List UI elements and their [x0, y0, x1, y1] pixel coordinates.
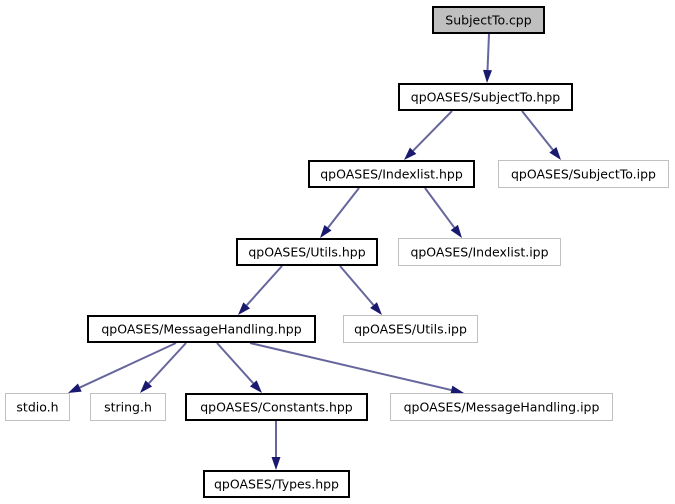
graph-node-stdio-h[interactable]: stdio.h — [5, 393, 70, 421]
edge-line — [148, 342, 187, 385]
edge-line — [412, 110, 453, 152]
node-box[interactable] — [398, 83, 573, 111]
graph-node-subjectto-cpp[interactable]: SubjectTo.cpp — [432, 6, 545, 34]
dependency-edge — [483, 33, 493, 83]
edge-line — [245, 265, 283, 306]
edge-arrowhead — [320, 224, 332, 238]
edge-arrowhead — [68, 383, 82, 393]
edge-arrowhead — [549, 147, 561, 160]
graph-node-indexlist-hpp[interactable]: qpOASES/Indexlist.hpp — [308, 160, 475, 188]
dependency-edge — [68, 342, 177, 393]
node-layer: SubjectTo.cpp qpOASES/SubjectTo.hpp qpOASE… — [5, 6, 669, 498]
edge-arrowhead — [450, 385, 464, 395]
edge-line — [424, 187, 456, 229]
edge-arrowhead — [483, 69, 493, 83]
node-box[interactable] — [236, 238, 378, 266]
dependency-edge — [140, 342, 187, 393]
node-box[interactable] — [432, 6, 545, 34]
graph-node-utils-hpp[interactable]: qpOASES/Utils.hpp — [236, 238, 378, 266]
dependency-edge — [521, 110, 561, 160]
graph-node-string-h[interactable]: string.h — [90, 393, 166, 421]
edge-arrowhead — [450, 224, 462, 238]
edge-line — [521, 110, 554, 151]
node-box[interactable] — [343, 315, 478, 343]
dependency-edge — [271, 421, 281, 470]
edge-arrowhead — [140, 380, 153, 393]
edge-arrowhead — [271, 457, 281, 470]
node-box[interactable] — [5, 393, 70, 421]
node-box[interactable] — [308, 160, 475, 188]
edge-arrowhead — [404, 147, 417, 160]
node-box[interactable] — [90, 393, 166, 421]
graph-node-types-hpp[interactable]: qpOASES/Types.hpp — [203, 470, 350, 498]
edge-arrowhead — [238, 302, 251, 315]
dependency-edge — [424, 187, 462, 238]
edge-arrowhead — [249, 380, 262, 393]
graph-node-messagehandling-ipp[interactable]: qpOASES/MessageHandling.ipp — [390, 393, 613, 421]
edge-arrowhead — [370, 302, 382, 315]
graph-node-subjectto-hpp[interactable]: qpOASES/SubjectTo.hpp — [398, 83, 573, 111]
dependency-edge — [320, 187, 360, 238]
edge-line — [79, 342, 177, 389]
graph-node-utils-ipp[interactable]: qpOASES/Utils.ipp — [343, 315, 478, 343]
node-box[interactable] — [498, 160, 669, 188]
edge-layer — [68, 33, 561, 470]
graph-node-indexlist-ipp[interactable]: qpOASES/Indexlist.ipp — [398, 238, 561, 266]
dependency-edge — [216, 342, 262, 393]
graph-node-subjectto-ipp[interactable]: qpOASES/SubjectTo.ipp — [498, 160, 669, 188]
dependency-edge — [238, 265, 283, 315]
node-box[interactable] — [185, 393, 368, 421]
node-box[interactable] — [390, 393, 613, 421]
edge-line — [486, 33, 490, 71]
graph-node-constants-hpp[interactable]: qpOASES/Constants.hpp — [185, 393, 368, 421]
edge-line — [339, 265, 375, 306]
dependency-edge — [404, 110, 453, 160]
edge-line — [327, 187, 360, 229]
graph-node-messagehandling-hpp[interactable]: qpOASES/MessageHandling.hpp — [87, 315, 316, 343]
node-box[interactable] — [398, 238, 561, 266]
dependency-edge — [249, 342, 464, 395]
dependency-edge — [339, 265, 382, 315]
edge-line — [216, 342, 255, 385]
node-box[interactable] — [203, 470, 350, 498]
edge-line — [249, 342, 452, 392]
node-box[interactable] — [87, 315, 316, 343]
